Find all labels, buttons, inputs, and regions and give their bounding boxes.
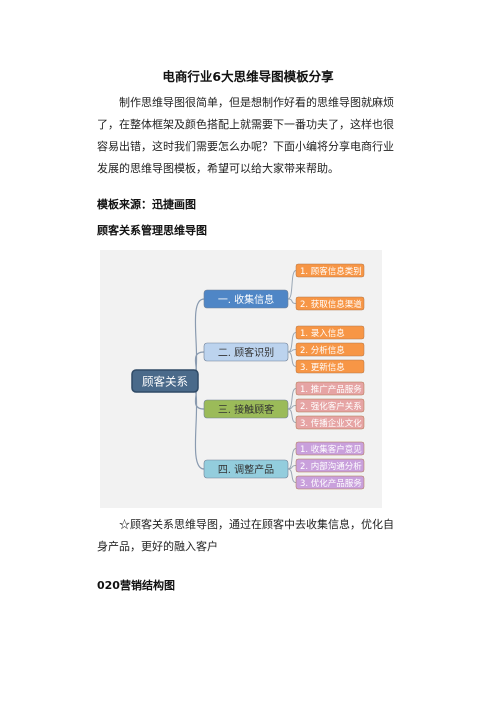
mindmap-svg: 1. 顾客信息类别 2. 获取信息渠道 一. 收集信息 1. 录入信息 2. 分析信息 3…	[131, 263, 365, 490]
mindmap-leaf-label: 2. 获取信息渠道	[300, 299, 362, 310]
source-heading: 模板来源：迅捷画图	[97, 198, 196, 211]
mindmap-leaf-box	[295, 296, 365, 311]
mindmap-branch-box	[203, 342, 289, 362]
mindmap-branch-box	[203, 399, 289, 419]
mindmap-leaf-box	[295, 381, 365, 396]
mindmap-leaf-connector	[287, 298, 297, 304]
mindmap-leaf-label: 1. 收集客户意见	[300, 444, 362, 455]
mindmap-branch-label: 三. 接触顾客	[218, 403, 274, 416]
mindmap-leaf-box	[295, 441, 365, 456]
mindmap-leaf-label: 3. 更新信息	[300, 362, 345, 373]
mindmap-leaf-connector	[287, 270, 297, 300]
mindmap-leaf-connector	[287, 349, 297, 353]
section-heading-o2o: 020营销结构图	[97, 579, 175, 592]
mindmap-leaf-label: 1. 录入信息	[300, 328, 345, 339]
mindmap-leaf-box	[295, 475, 365, 490]
mindmap-branch-box	[203, 289, 289, 309]
mindmap-branch-label: 四. 调整产品	[218, 463, 274, 476]
mindmap-leaf-connector	[287, 408, 297, 423]
mindmap-caption: ☆顾客关系思维导图，通过在顾客中去收集信息，优化自身产品，更好的融入客户	[97, 518, 394, 553]
mindmap-root-label: 顾客关系	[142, 375, 188, 389]
mindmap-leaf-label: 2. 强化客户关系	[300, 401, 362, 412]
mindmap-leaf-box	[295, 398, 365, 413]
mindmap-leaf-box	[295, 415, 365, 430]
mindmap-leaf-label: 3. 传播企业文化	[300, 418, 362, 429]
mindmap-leaf-label: 2. 内部沟通分析	[300, 461, 362, 472]
mindmap-image: 1. 顾客信息类别 2. 获取信息渠道 一. 收集信息 1. 录入信息 2. 分析信息 3…	[100, 250, 382, 508]
mindmap-leaf-connector	[287, 465, 297, 470]
mindmap-branch-label: 一. 收集信息	[218, 293, 274, 306]
document-title: 电商行业6大思维导图模板分享	[162, 69, 334, 84]
section-heading-customer-relations: 顾客关系管理思维导图	[97, 224, 207, 237]
mindmap-root-connector	[187, 380, 205, 470]
mindmap-leaf-connector	[287, 405, 297, 410]
mindmap-leaf-connector	[287, 468, 297, 483]
mindmap-leaf-box	[295, 458, 365, 473]
mindmap-leaf-box	[295, 325, 365, 340]
intro-paragraph: 制作思维导图很简单，但是想制作好看的思维导图就麻烦了，在整体框架及颜色搭配上就需…	[97, 96, 394, 175]
mindmap-branch-label: 二. 顾客识别	[218, 346, 274, 359]
mindmap-leaf-box	[295, 263, 365, 278]
mindmap-leaf-label: 2. 分析信息	[300, 345, 345, 356]
mindmap-root-box	[131, 369, 199, 393]
mindmap-leaf-label: 1. 顾客信息类别	[300, 266, 362, 277]
mindmap-branch-box	[203, 459, 289, 479]
mindmap-leaf-connector	[287, 351, 297, 367]
mindmap-leaf-label: 1. 推广产品服务	[300, 384, 362, 395]
mindmap-leaf-box	[295, 342, 365, 357]
mindmap-leaf-label: 3. 优化产品服务	[300, 478, 362, 489]
mindmap-leaf-box	[295, 359, 365, 374]
